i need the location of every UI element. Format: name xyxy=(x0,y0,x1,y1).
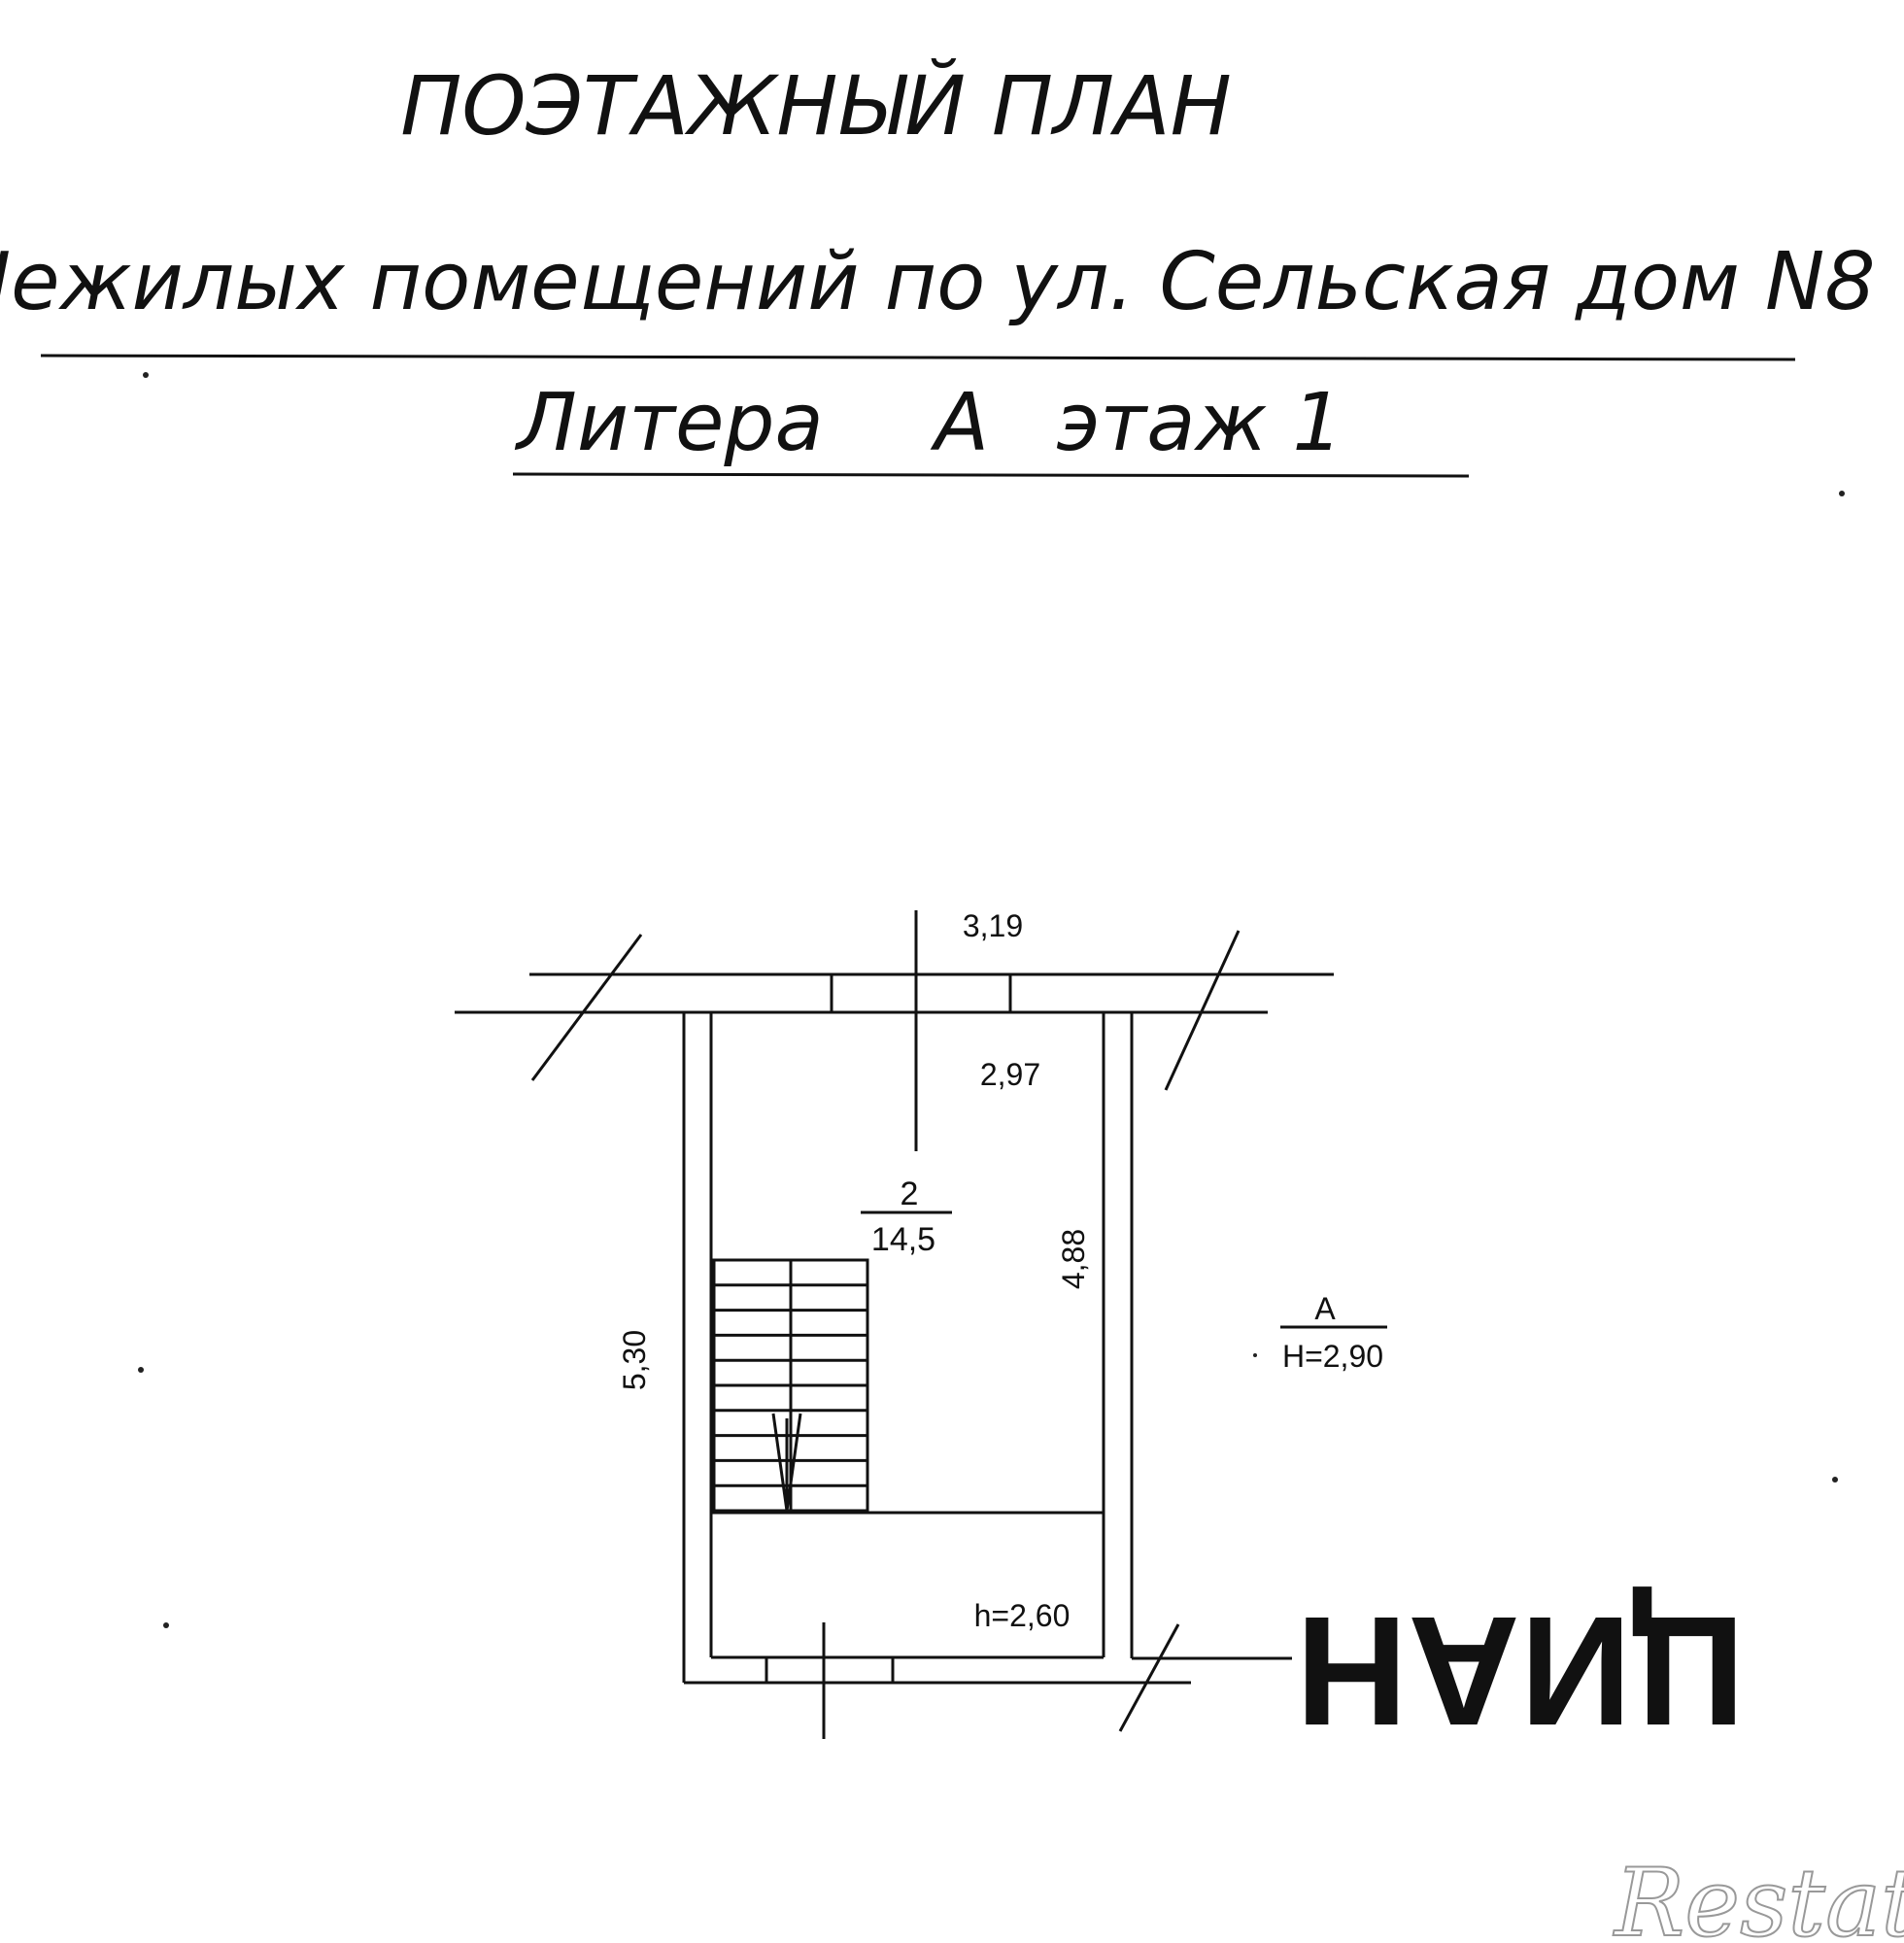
building-litera: А xyxy=(1314,1291,1336,1326)
litera-value: А xyxy=(930,377,989,469)
subtitle-underline xyxy=(40,354,1796,361)
watermark-faint-text: ЦИАН xyxy=(1296,1585,1746,1758)
litera-underline xyxy=(512,472,1470,478)
litera-label: Литера xyxy=(514,377,823,469)
dim-top-inner: 2,97 xyxy=(980,1057,1040,1092)
plan-walls xyxy=(455,972,1334,1685)
dim-right-inner: 4,88 xyxy=(1056,1229,1091,1289)
dimension-lines xyxy=(530,910,1241,1739)
building-height: Н=2,90 xyxy=(1282,1339,1383,1374)
page-title: ПОЭТАЖНЫЙ ПЛАН xyxy=(400,58,1232,153)
ceiling-height: h=2,60 xyxy=(974,1598,1071,1633)
watermark-brand-logo: Restate xyxy=(1613,1849,1904,1943)
window-bottom xyxy=(765,1657,895,1683)
staircase xyxy=(712,1258,869,1513)
dim-top-outer: 3,19 xyxy=(963,908,1023,943)
page-subtitle: Нежилых помещений по ул. Сельская дом N8 xyxy=(0,236,1875,328)
scan-specks xyxy=(138,372,1845,1628)
room-area: 14,5 xyxy=(871,1221,935,1258)
room-number: 2 xyxy=(901,1176,919,1212)
dim-left-outer: 5,30 xyxy=(617,1330,652,1390)
window-top xyxy=(830,974,1012,1012)
floor-label: этаж 1 xyxy=(1056,377,1343,469)
